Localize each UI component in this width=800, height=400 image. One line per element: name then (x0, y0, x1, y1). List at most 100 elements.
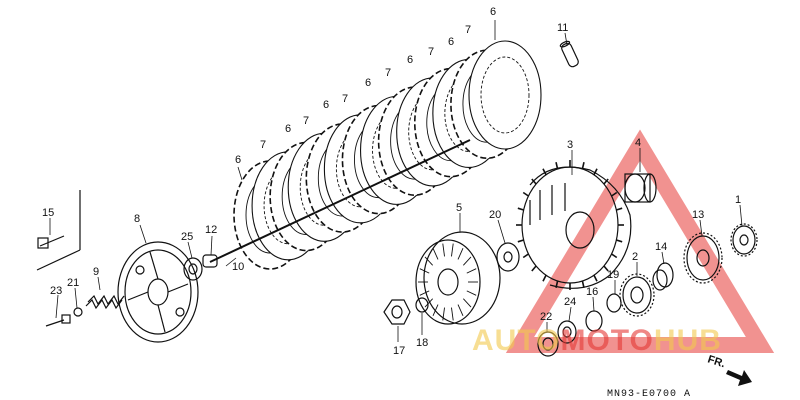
label-part-8: 8 (134, 213, 140, 225)
hub-spline (419, 268, 430, 274)
label-part-20: 20 (489, 209, 501, 221)
hub-spline (442, 307, 445, 321)
hub-spline (451, 243, 454, 257)
label-part-23: 23 (50, 285, 62, 297)
label-part-22: 22 (540, 311, 552, 323)
gear-13 (683, 232, 723, 284)
label-part-6: 6 (285, 123, 291, 135)
basket-gear-tooth (593, 168, 598, 176)
label-part-19: 19 (607, 269, 619, 281)
basket-gear-tooth (531, 178, 537, 185)
hub-spline (451, 307, 454, 321)
hub-spline (432, 304, 439, 316)
label-part-11: 11 (557, 22, 568, 34)
clutch-plate (468, 40, 542, 150)
basket-gear-tooth (517, 207, 524, 211)
pin-11 (559, 40, 579, 68)
nut-17 (383, 299, 411, 325)
arrow-icon (726, 370, 752, 386)
label-part-2: 2 (632, 251, 638, 263)
label-part-1: 1 (735, 194, 741, 206)
hub-spline (442, 243, 445, 257)
leader-lines (49, 20, 743, 342)
basket-gear-tooth (616, 239, 623, 243)
label-part-18: 18 (416, 337, 428, 349)
bolt-23 (45, 314, 71, 327)
bolt-15 (36, 190, 81, 271)
collar-14 (652, 262, 674, 291)
label-part-6: 6 (235, 154, 241, 166)
basket-gear-tooth (616, 207, 623, 211)
label-part-7: 7 (428, 46, 434, 58)
gear-1 (730, 223, 758, 257)
watermark-middle: MOTO (560, 324, 653, 357)
label-part-7: 7 (385, 67, 391, 79)
hub-spline (457, 248, 464, 260)
front-direction-indicator: FR. (706, 353, 752, 386)
label-part-7: 7 (342, 93, 348, 105)
collar-4 (624, 173, 657, 203)
basket-gear-tooth (581, 280, 585, 288)
bearing-25 (183, 257, 203, 281)
basket-gear-tooth (603, 265, 609, 272)
label-part-15: 15 (42, 207, 54, 219)
hub-spline (457, 304, 464, 316)
washer-20 (496, 242, 520, 272)
label-part-7: 7 (260, 139, 266, 151)
clutch-outer-basket (516, 160, 632, 290)
basket-gear-tooth (555, 280, 559, 288)
label-part-6: 6 (407, 54, 413, 66)
pushrod (209, 139, 471, 263)
basket-gear-tooth (531, 265, 537, 272)
basket-gear-tooth (522, 191, 529, 197)
clutch-center-hub (415, 231, 501, 325)
basket-gear-tooth (542, 274, 547, 282)
washer-19 (606, 293, 622, 313)
hub-spline (462, 298, 472, 308)
label-part-3: 3 (567, 139, 573, 151)
plate-inner-ring (480, 56, 530, 134)
part-labels: 6 7 6 7 6 7 6 7 6 7 6 7 6 11 3 4 1 13 14… (42, 6, 741, 357)
label-part-25: 25 (181, 231, 193, 243)
label-part-5: 5 (456, 202, 462, 214)
pressure-plate (117, 241, 199, 343)
direction-label: FR. (706, 353, 727, 370)
bearing-24 (557, 320, 577, 344)
label-part-21: 21 (67, 277, 79, 289)
label-part-6: 6 (448, 36, 454, 48)
watermark-prefix: AUTO (472, 324, 560, 357)
basket-gear-tooth (542, 168, 547, 176)
washer-21 (73, 307, 83, 317)
label-part-9: 9 (93, 266, 99, 278)
label-part-17: 17 (393, 345, 405, 357)
hub-spline (466, 268, 477, 274)
basket-gear-tooth (593, 274, 598, 282)
basket-gear-tooth (581, 162, 585, 170)
label-part-16: 16 (586, 286, 598, 298)
basket-gear-tooth (611, 253, 618, 259)
basket-gear-tooth (517, 239, 524, 243)
label-part-14: 14 (655, 241, 667, 253)
label-part-12: 12 (205, 224, 217, 236)
watermark-text: AUTOMOTOHUB (472, 324, 721, 357)
label-part-7: 7 (303, 115, 309, 127)
spring-9 (85, 294, 125, 310)
washer-18 (415, 297, 429, 313)
lifter-12 (202, 254, 218, 268)
label-part-6: 6 (323, 99, 329, 111)
label-part-4: 4 (635, 137, 641, 149)
watermark-triangle (505, 129, 775, 353)
label-part-24: 24 (564, 296, 576, 308)
hub-spline (424, 256, 434, 266)
label-part-6: 6 (365, 77, 371, 89)
gear-2 (619, 273, 655, 317)
label-part-10: 10 (232, 261, 244, 273)
hub-spline (424, 298, 434, 308)
diagram-code: MN93-E0700 A (607, 389, 691, 400)
hub-spline (462, 256, 472, 266)
basket-gear-tooth (611, 191, 618, 197)
label-part-6: 6 (490, 6, 496, 18)
hub-spline (419, 290, 430, 296)
hub-spline (432, 248, 439, 260)
